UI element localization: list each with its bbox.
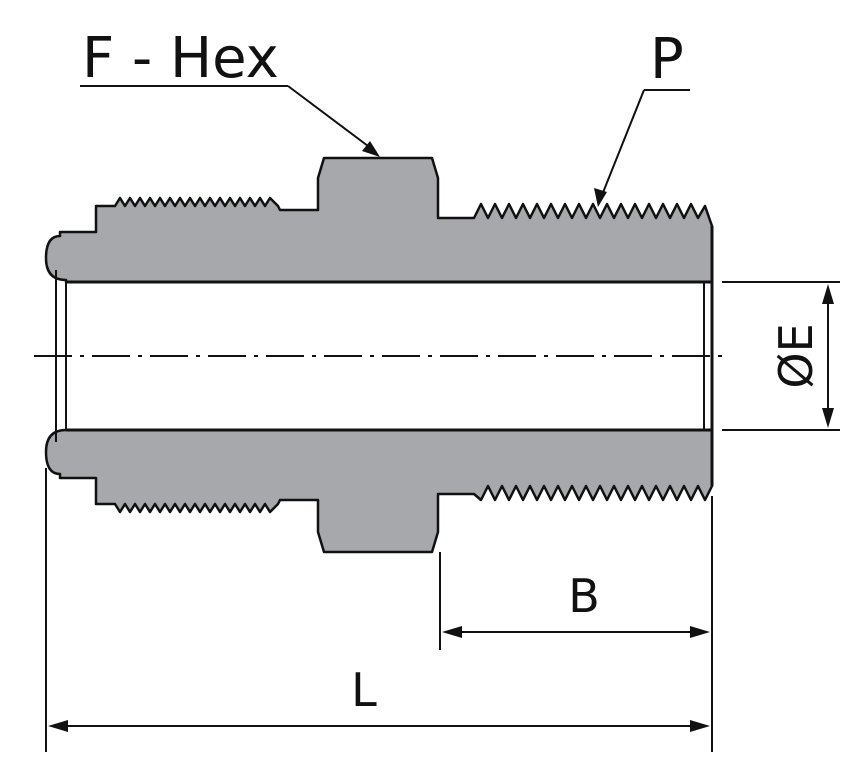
fitting-body-lower (44, 428, 714, 554)
pipe-thread-leader-line (599, 89, 645, 201)
bore-diameter-label: ØE (769, 323, 823, 388)
bore-dim-arrow-bottom (822, 408, 834, 428)
thread-length-arrow-left (442, 626, 462, 638)
fitting-body-upper (44, 156, 714, 284)
pipe-thread-leader-arrowhead (594, 188, 607, 207)
hex-label: F - Hex (82, 26, 279, 91)
hex-leader-line (287, 85, 377, 153)
thread-length-label: B (568, 569, 600, 623)
overall-length-arrow-right (690, 720, 710, 732)
thread-length-arrow-right (690, 626, 710, 638)
overall-length-label: L (351, 663, 377, 717)
bore-dim-arrow-top (822, 284, 834, 304)
hex-leader-arrowhead (362, 141, 380, 157)
overall-length-arrow-left (48, 720, 68, 732)
pipe-thread-label: P (650, 27, 684, 92)
